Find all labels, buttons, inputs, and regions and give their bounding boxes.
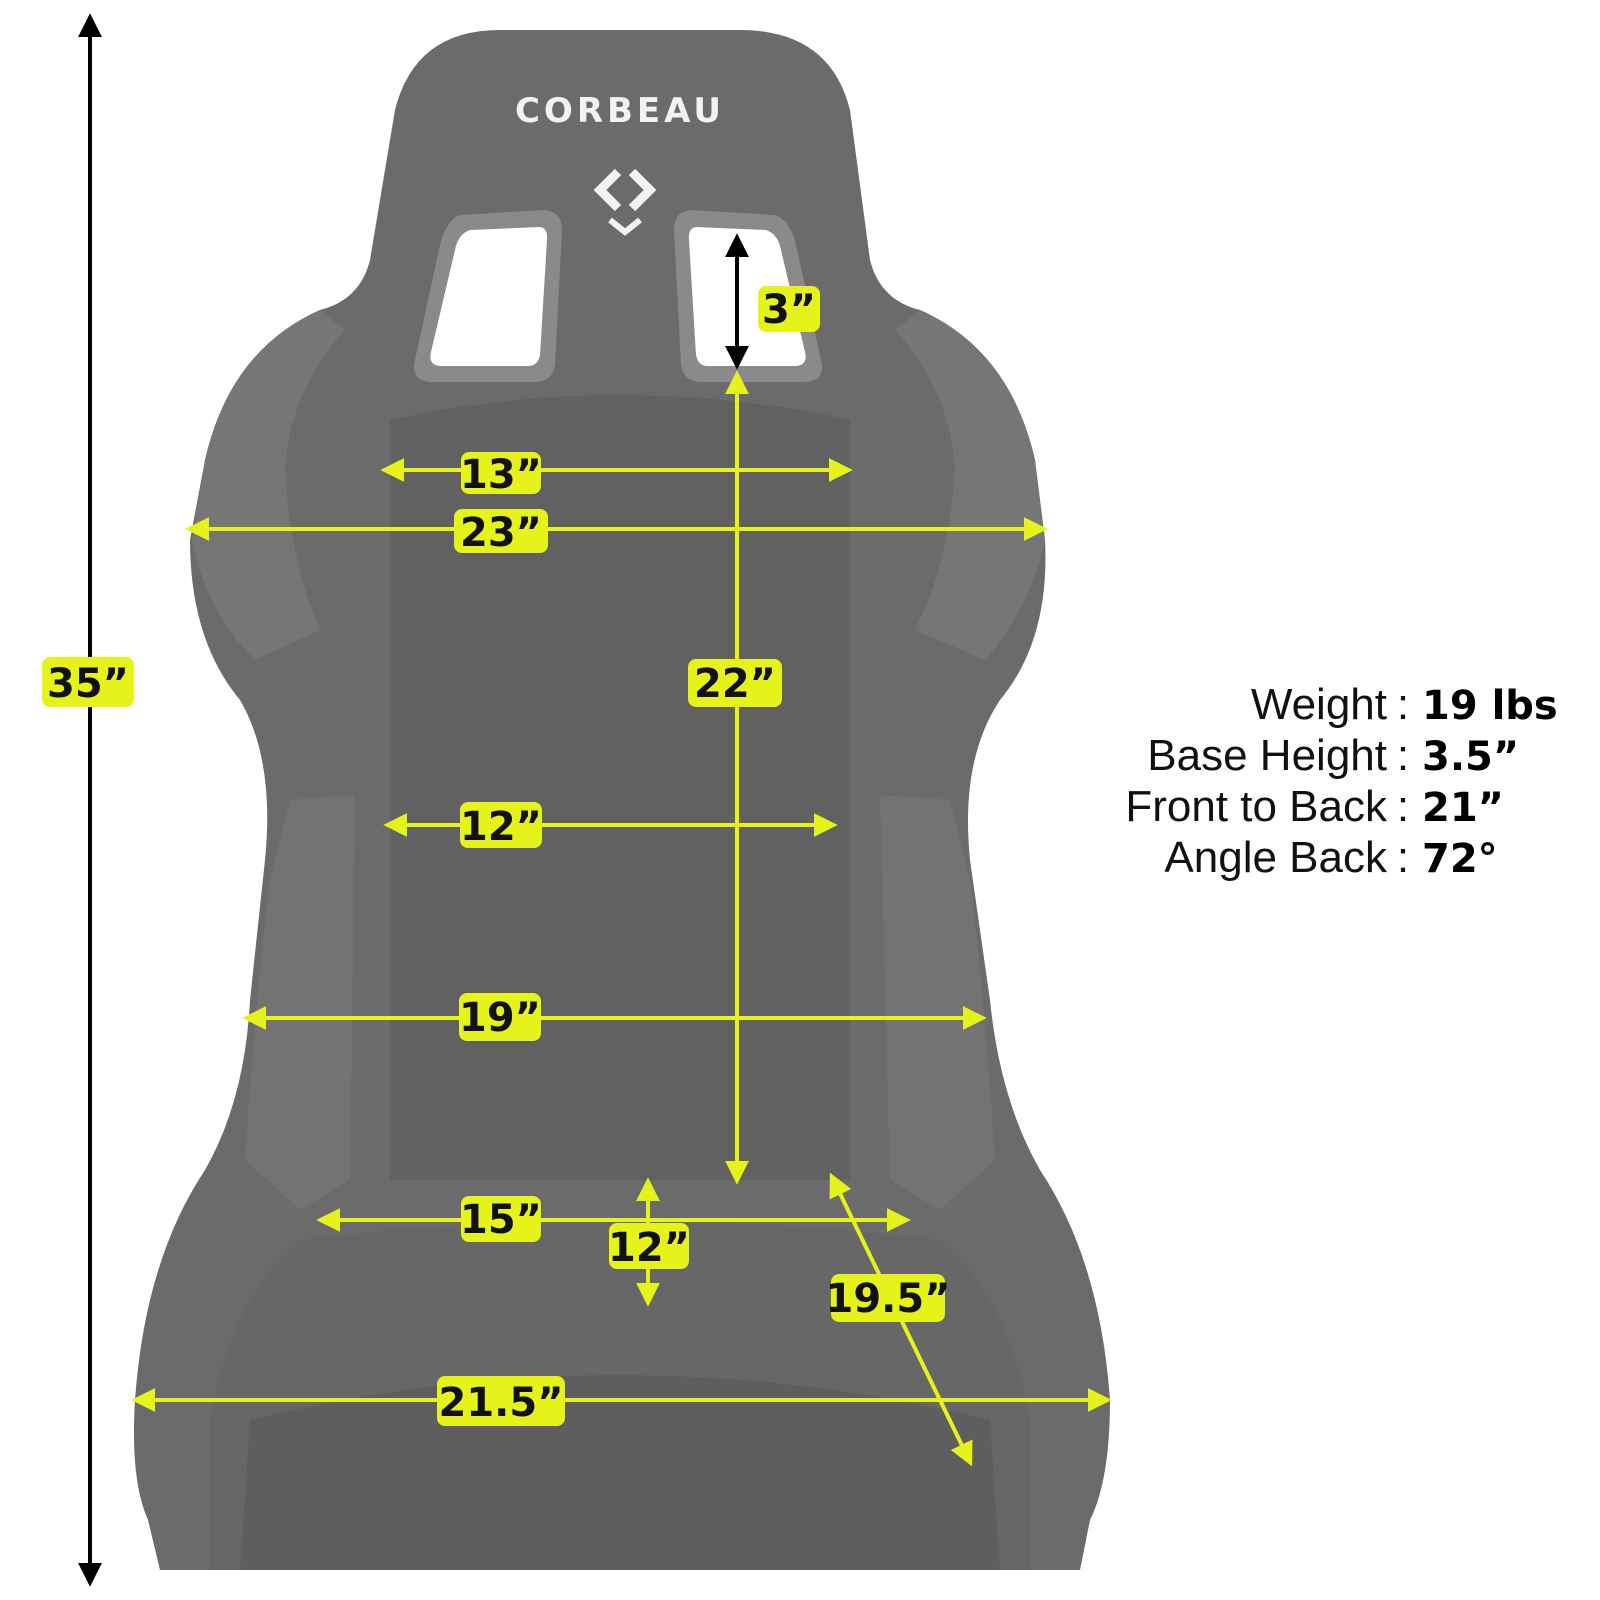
harness-slot-label: 3” [762, 287, 816, 333]
base-width-label: 21.5” [439, 1380, 564, 1426]
harness-slot-dimension: 3” [725, 233, 820, 370]
shoulder-width-callout: 23” [454, 509, 548, 556]
shoulder-width-label: 23” [460, 510, 542, 556]
spec-list: Weight : 19 lbs Base Height : 3.5” Front… [1125, 680, 1557, 882]
upper-back-width-callout: 13” [460, 452, 542, 498]
mid-back-width-label-bg [460, 802, 542, 848]
spec-separator: : [1397, 782, 1409, 831]
overall-height-label-bg [42, 657, 134, 707]
cushion-depth-label-bg [831, 1274, 945, 1322]
hip-width-label: 19” [459, 995, 541, 1041]
back-height-label-bg [688, 659, 782, 707]
seat-gap-label-bg [609, 1223, 689, 1269]
seat-front-edge [240, 1375, 1000, 1570]
spec-label-front-to-back: Front to Back [1125, 782, 1388, 831]
left-shoulder-bolster [192, 310, 345, 660]
cushion-depth-callout: 19.5” [826, 1274, 951, 1322]
seat-gap-label: 12” [608, 1225, 690, 1271]
spec-value-front-to-back: 21” [1422, 785, 1504, 831]
hip-width-label-bg [459, 993, 541, 1041]
shoulder-width-label-bg [454, 509, 548, 553]
brand-wordmark: CORBEAU [515, 91, 725, 131]
harness-slot-label-bg [758, 286, 820, 332]
spec-label-weight: Weight [1251, 680, 1387, 729]
left-harness-slot[interactable] [430, 227, 548, 366]
spec-separator: : [1397, 680, 1409, 729]
seat-width-label: 15” [460, 1197, 542, 1243]
seat-gap-callout: 12” [608, 1223, 690, 1271]
spec-separator: : [1397, 731, 1409, 780]
right-hip-bolster [880, 795, 995, 1210]
overall-height-dimension: 35” [42, 13, 134, 1587]
mid-back-width-label: 12” [460, 804, 542, 850]
left-hip-bolster [245, 795, 355, 1210]
back-height-label: 22” [694, 661, 776, 707]
base-width-label-bg [437, 1376, 565, 1426]
spec-label-angle-back: Angle Back [1164, 833, 1388, 882]
spec-separator: : [1397, 833, 1409, 882]
upper-back-width-label-bg [461, 452, 541, 494]
seat-width-callout: 15” [460, 1196, 542, 1243]
hip-width-callout: 19” [459, 993, 541, 1041]
seat-illustration: CORBEAU [133, 30, 1111, 1570]
spec-label-base-height: Base Height [1147, 731, 1387, 780]
back-height-callout: 22” [688, 659, 782, 707]
right-shoulder-bolster [895, 310, 1045, 660]
seat-width-label-bg [461, 1196, 541, 1242]
base-width-callout: 21.5” [437, 1376, 565, 1426]
overall-height-label: 35” [47, 661, 129, 707]
spec-value-base-height: 3.5” [1422, 734, 1519, 780]
corbeau-diamond-icon [593, 168, 657, 236]
mid-back-width-callout: 12” [460, 802, 542, 850]
cushion-depth-label: 19.5” [826, 1276, 951, 1322]
spec-value-weight: 19 lbs [1422, 683, 1558, 729]
spec-value-angle-back: 72° [1422, 836, 1498, 882]
upper-back-width-label: 13” [460, 452, 542, 498]
